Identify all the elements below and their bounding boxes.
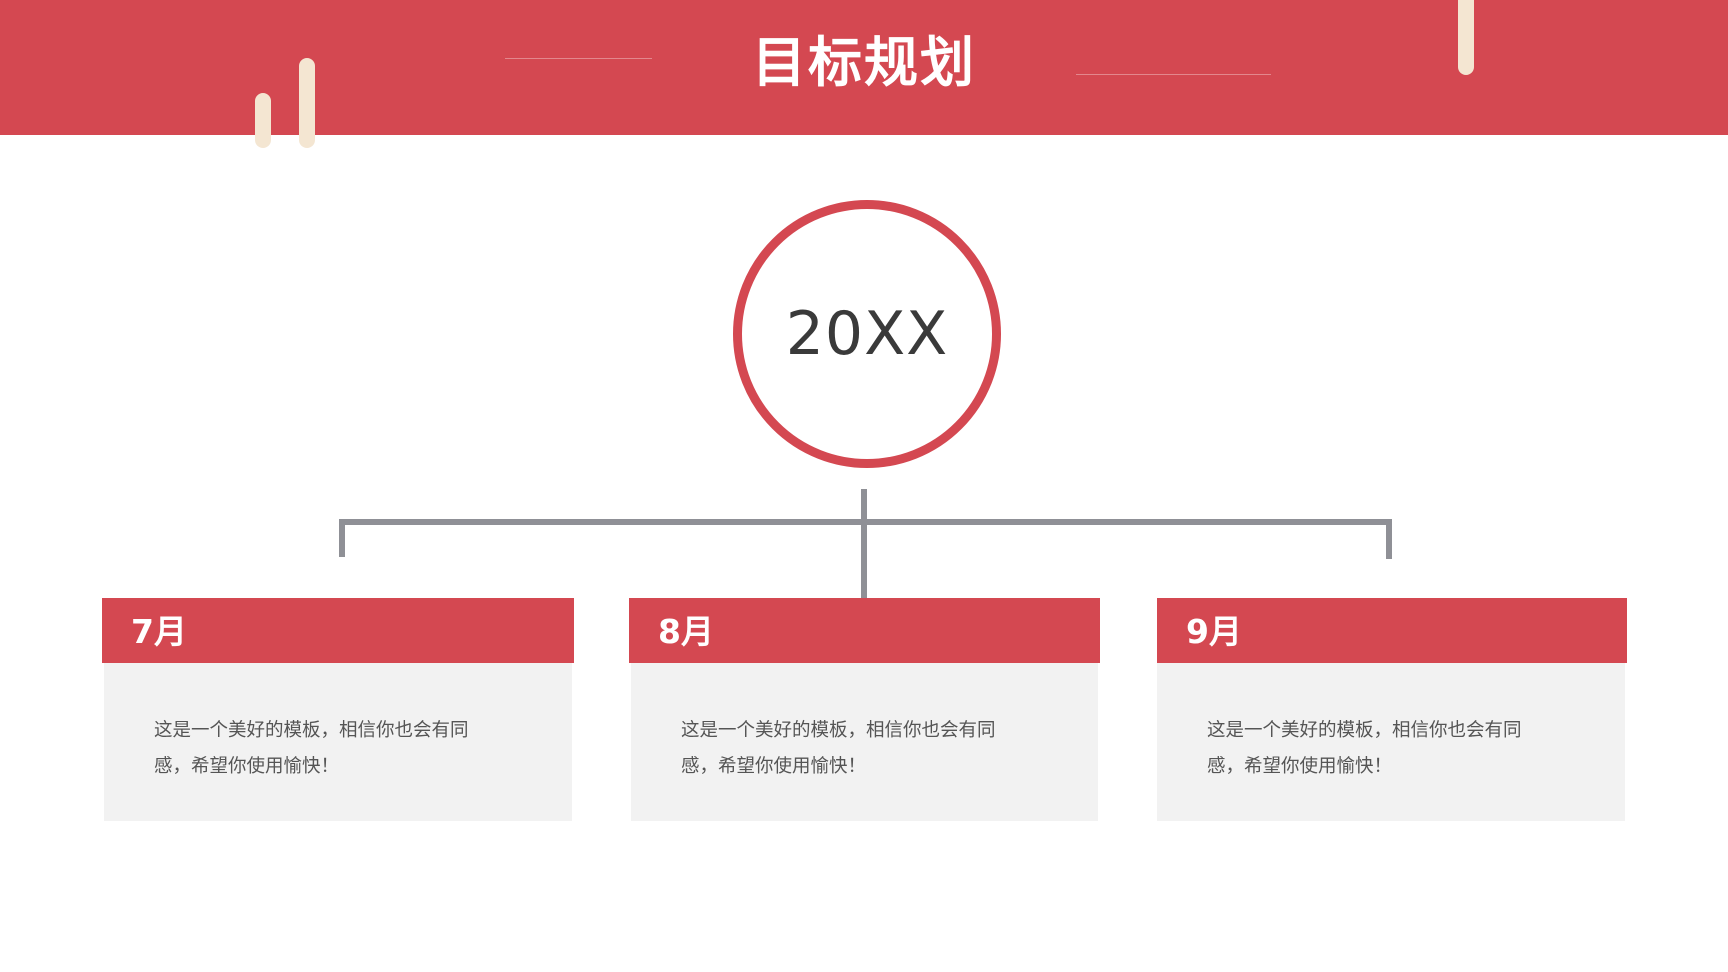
card-body-august: 这是一个美好的模板，相信你也会有同感，希望你使用愉快！ bbox=[631, 663, 1098, 821]
card-month-label: 8月 bbox=[658, 612, 714, 651]
decorative-stick-tall bbox=[299, 58, 315, 148]
card-header-july: 7月 bbox=[102, 598, 574, 663]
header-banner: 目标规划 bbox=[0, 0, 1728, 135]
card-month-label: 9月 bbox=[1186, 612, 1242, 651]
header-left-decorative-line bbox=[505, 58, 652, 59]
card-description: 这是一个美好的模板，相信你也会有同感，希望你使用愉快！ bbox=[154, 720, 469, 777]
card-body-july: 这是一个美好的模板，相信你也会有同感，希望你使用愉快！ bbox=[104, 663, 572, 821]
page-title: 目标规划 bbox=[752, 30, 976, 94]
card-description: 这是一个美好的模板，相信你也会有同感，希望你使用愉快！ bbox=[1207, 720, 1522, 777]
card-month-label: 7月 bbox=[131, 612, 187, 651]
decorative-stick-top-right bbox=[1458, 0, 1474, 75]
year-circle: 20XX bbox=[733, 200, 1001, 468]
card-header-september: 9月 bbox=[1157, 598, 1627, 663]
decorative-stick-short bbox=[255, 93, 271, 148]
card-body-september: 这是一个美好的模板，相信你也会有同感，希望你使用愉快！ bbox=[1157, 663, 1625, 821]
card-description: 这是一个美好的模板，相信你也会有同感，希望你使用愉快！ bbox=[681, 720, 996, 777]
header-right-decorative-line bbox=[1076, 74, 1271, 75]
year-label: 20XX bbox=[785, 299, 949, 369]
card-header-august: 8月 bbox=[629, 598, 1100, 663]
